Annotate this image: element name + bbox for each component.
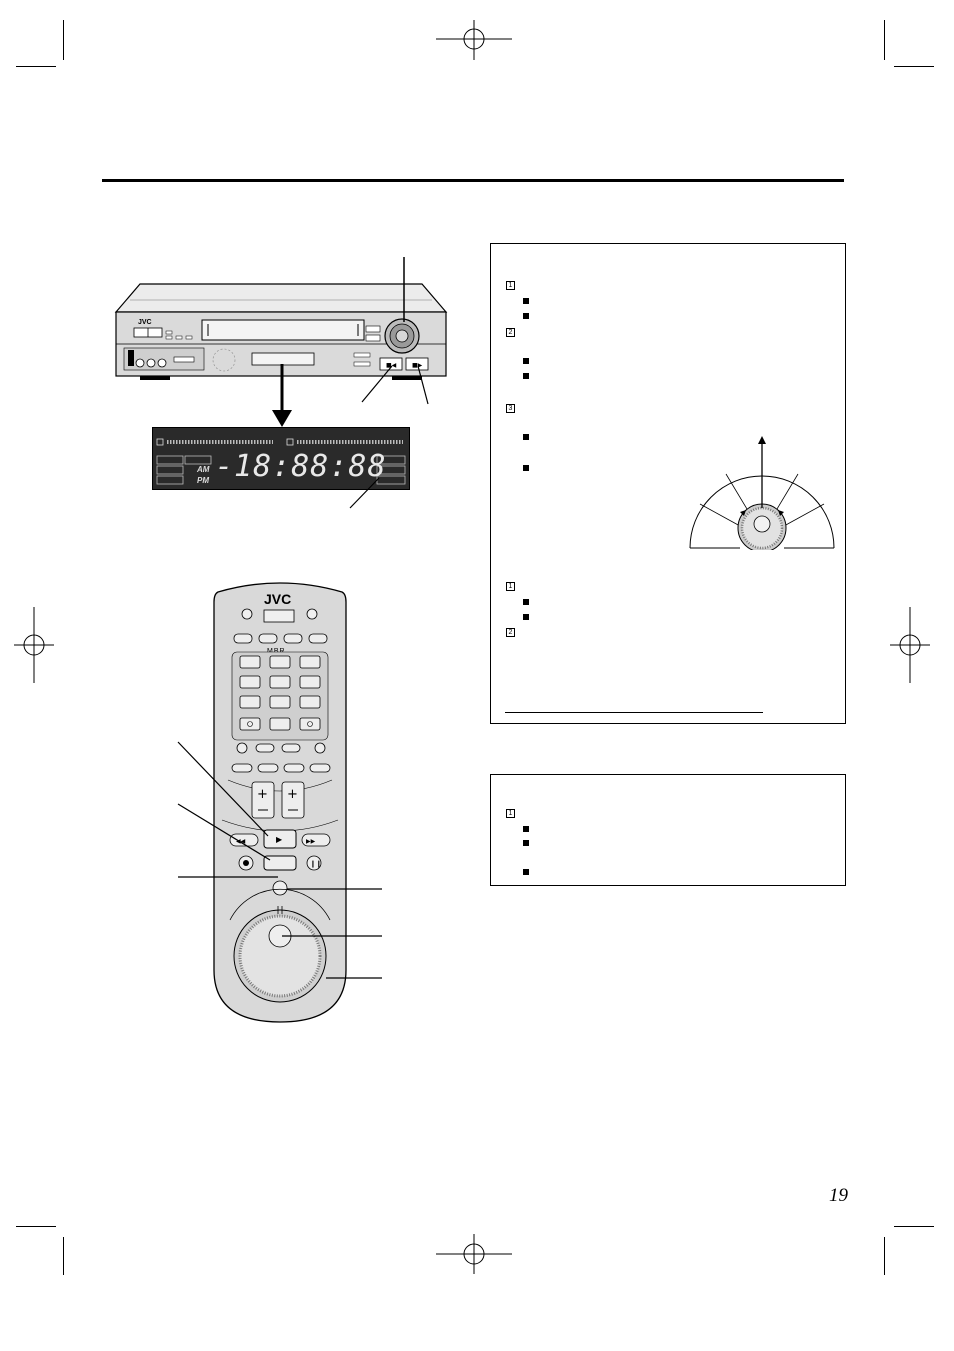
crop-mark bbox=[894, 1226, 934, 1227]
svg-text:❙❙: ❙❙ bbox=[310, 860, 322, 868]
remote-brand-logo: JVC bbox=[264, 591, 291, 607]
arrow-down-icon bbox=[272, 410, 292, 427]
registration-mark bbox=[436, 20, 512, 60]
step-number: 1 bbox=[506, 582, 515, 591]
vcr-illustration: JVC ■◀ ■▶ bbox=[114, 257, 448, 412]
info-panel-secondary bbox=[490, 774, 846, 886]
registration-mark bbox=[890, 607, 930, 683]
display-time-readout: -18:88:88 bbox=[215, 449, 387, 484]
shuttle-dial-diagram bbox=[689, 436, 835, 550]
step-number: 2 bbox=[506, 328, 515, 337]
crop-mark bbox=[16, 1226, 56, 1227]
pointer-line bbox=[349, 477, 380, 509]
bullet-marker bbox=[523, 373, 529, 379]
crop-mark bbox=[884, 20, 885, 60]
step-number: 1 bbox=[506, 281, 515, 290]
bullet-marker bbox=[523, 358, 529, 364]
crop-mark bbox=[16, 66, 56, 67]
step-number: 3 bbox=[506, 404, 515, 413]
crop-mark bbox=[884, 1237, 885, 1275]
svg-text:+: + bbox=[287, 787, 298, 802]
bullet-marker bbox=[523, 465, 529, 471]
bullet-marker bbox=[523, 869, 529, 875]
bullet-marker bbox=[523, 826, 529, 832]
vcr-brand-logo: JVC bbox=[138, 319, 152, 326]
note-rule bbox=[505, 712, 763, 713]
registration-mark bbox=[14, 607, 54, 683]
step-number: 2 bbox=[506, 628, 515, 637]
header-rule bbox=[102, 179, 844, 182]
svg-text:▶: ▶ bbox=[276, 835, 283, 844]
bullet-marker bbox=[523, 313, 529, 319]
page-number: 19 bbox=[829, 1185, 848, 1206]
crop-mark bbox=[63, 20, 64, 60]
crop-mark bbox=[894, 66, 934, 67]
remote-control-illustration: JVC MBR + + ▶ ◀◀ ▶▶ ❙❙ bbox=[177, 582, 382, 1023]
bullet-marker bbox=[523, 840, 529, 846]
display-am-label: AM bbox=[197, 465, 210, 474]
svg-text:◀◀: ◀◀ bbox=[236, 838, 246, 845]
registration-mark bbox=[436, 1234, 512, 1274]
svg-text:▶▶: ▶▶ bbox=[306, 838, 316, 845]
svg-text:■▶: ■▶ bbox=[412, 362, 423, 369]
svg-text:■◀: ■◀ bbox=[386, 362, 397, 369]
crop-mark bbox=[63, 1237, 64, 1275]
svg-text:+: + bbox=[257, 787, 268, 802]
bullet-marker bbox=[523, 614, 529, 620]
display-pm-label: PM bbox=[197, 476, 209, 485]
remote-mbr-label: MBR bbox=[267, 648, 286, 655]
bullet-marker bbox=[523, 599, 529, 605]
vcr-display-panel: AM PM -18:88:88 bbox=[152, 427, 410, 490]
info-panel-main bbox=[490, 243, 846, 724]
step-number: 1 bbox=[506, 809, 515, 818]
bullet-marker bbox=[523, 298, 529, 304]
bullet-marker bbox=[523, 434, 529, 440]
